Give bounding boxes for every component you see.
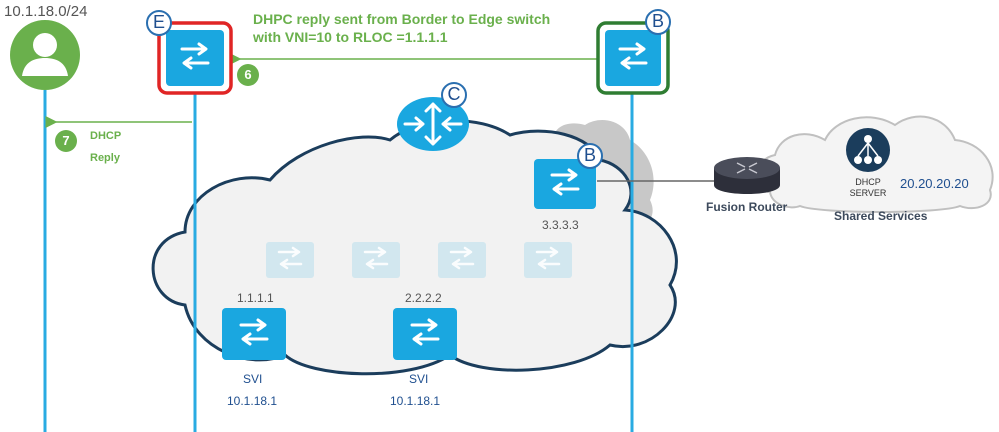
faded-switch-1 <box>266 242 314 278</box>
dhcp-server-icon[interactable] <box>846 128 890 172</box>
edge-rloc-label: 1.1.1.1 <box>237 291 274 305</box>
fusion-router-icon[interactable] <box>714 157 780 194</box>
message-line-2: with VNI=10 to RLOC =1.1.1.1 <box>253 29 448 45</box>
control-badge <box>441 82 467 108</box>
edge-svi-ip: 10.1.18.1 <box>227 394 278 408</box>
control-badge-letter: C <box>447 84 461 104</box>
mid-rloc-label: 2.2.2.2 <box>405 291 442 305</box>
step-6-number: 6 <box>244 67 252 82</box>
subnet-label: 10.1.18.0/24 <box>4 3 88 20</box>
dhcp-server-ip: 20.20.20.20 <box>900 176 969 191</box>
border-rloc-label: 3.3.3.3 <box>542 218 579 232</box>
edge-svi-label: SVI <box>243 372 263 386</box>
step-7-circle <box>55 130 77 152</box>
step-7-number: 7 <box>62 133 70 148</box>
faded-switch-4 <box>524 242 572 278</box>
edge-badge-letter: E <box>152 12 165 32</box>
faded-switch-3 <box>438 242 486 278</box>
fusion-router-label: Fusion Router <box>706 200 788 214</box>
dhcp-reply-line-2: Reply <box>90 152 120 164</box>
message-line-1: DHPC reply sent from Border to Edge swit… <box>253 11 551 27</box>
dhcp-server-line-2: SERVER <box>849 188 887 198</box>
border-top-badge-letter: B <box>651 11 664 31</box>
shared-services-label: Shared Services <box>834 209 928 223</box>
fabric-edge-switch-2[interactable] <box>393 308 457 360</box>
border-cloud-badge <box>577 143 603 169</box>
control-plane-router[interactable] <box>397 97 469 151</box>
dhcp-reply-line-1: DHCP <box>90 130 122 142</box>
border-switch-top[interactable] <box>596 21 670 95</box>
mid-svi-ip: 10.1.18.1 <box>390 394 441 408</box>
edge-switch[interactable] <box>157 21 233 95</box>
step-6-circle <box>237 64 259 86</box>
border-top-badge <box>645 9 671 35</box>
user-icon[interactable] <box>10 20 80 90</box>
edge-badge <box>146 10 172 36</box>
border-cloud-badge-letter: B <box>583 145 596 165</box>
mid-svi-label: SVI <box>409 372 429 386</box>
dhcp-server-line-1: DHCP <box>855 177 881 187</box>
fabric-edge-switch-1[interactable] <box>222 308 286 360</box>
border-switch-cloud[interactable] <box>534 159 596 209</box>
faded-switch-2 <box>352 242 400 278</box>
